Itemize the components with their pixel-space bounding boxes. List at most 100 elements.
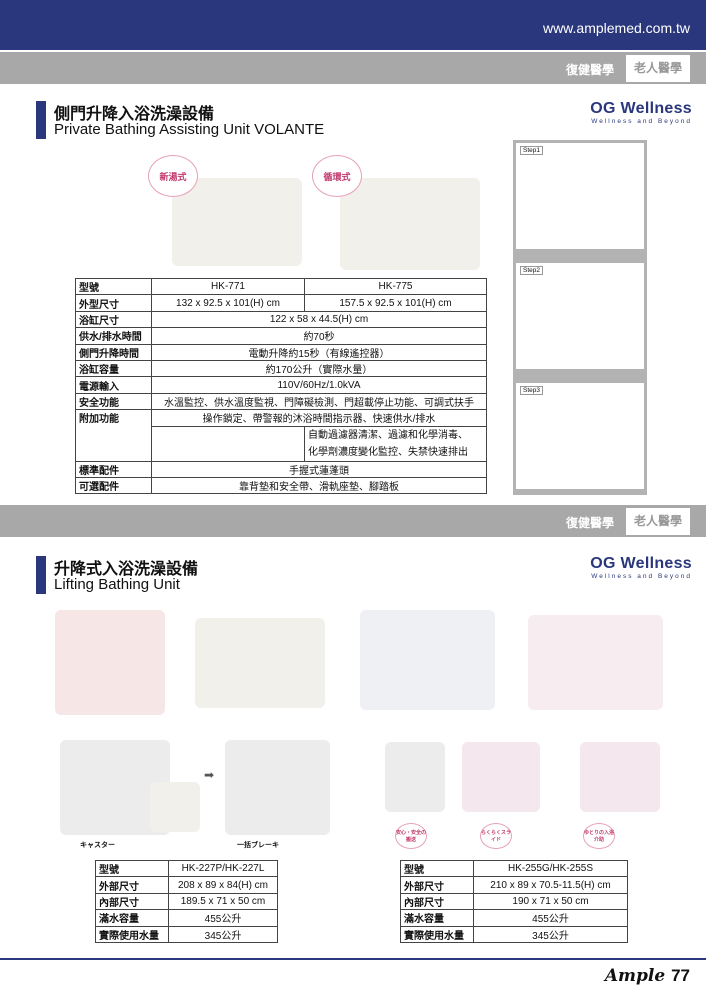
cell: 189.5 x 71 x 50 cm <box>168 892 278 911</box>
arrow-right-icon: ➡ <box>204 768 215 782</box>
caption-brake: 一括ブレーキ <box>237 841 279 849</box>
product-image-hk775 <box>340 178 480 270</box>
table-row: 安全功能水溫監控、供水溫度監視、門障礙檢測、門超載停止功能、可調式扶手 <box>75 392 487 411</box>
step-label: Step2 <box>520 266 543 275</box>
category-bar-2: 復健醫學 老人醫學 <box>0 505 706 537</box>
table-row: 供水/排水時間約70秒 <box>75 327 487 345</box>
product-image-hk771 <box>172 178 302 266</box>
cell: 手握式蓮蓬頭 <box>151 460 487 478</box>
og-wellness-logo: OG Wellness Wellness and Beyond <box>590 555 692 580</box>
cell-line: 自動過濾器清潔、過濾和化學消毒、 <box>308 429 468 441</box>
caption-caster: キャスター <box>80 841 115 849</box>
transfer-step3-image <box>580 742 660 812</box>
tub-image <box>150 782 200 832</box>
lift-chair-image <box>55 610 165 715</box>
cell-line: 化學劑濃度變化監控、失禁快速排出 <box>308 446 468 458</box>
cell: 122 x 58 x 44.5(H) cm <box>151 310 487 329</box>
row-label: 可選配件 <box>75 476 152 495</box>
row-label: 電源輸入 <box>75 376 152 394</box>
tab-rehab[interactable]: 復健醫學 <box>566 63 615 77</box>
logo-tagline: Wellness and Beyond <box>591 118 692 125</box>
row-label: 側門升降時間 <box>75 343 152 361</box>
cell: 345公升 <box>168 925 278 943</box>
cell: 190 x 71 x 50 cm <box>473 892 628 911</box>
step-2: Step2 <box>516 263 644 369</box>
tab-rehab[interactable]: 復健醫學 <box>566 516 615 530</box>
top-banner <box>0 0 706 50</box>
row-label: 附加功能 <box>75 409 152 462</box>
table-row: 附加功能操作鎖定、帶警報的沐浴時間指示器、快速供水/排水 <box>75 409 487 462</box>
website-url[interactable]: www.amplemed.com.tw <box>542 20 690 36</box>
section1-title-zh: 側門升降入浴洗澡設備 <box>54 104 215 123</box>
og-wellness-logo: OG Wellness Wellness and Beyond <box>590 100 692 125</box>
logo-name: OG Wellness <box>590 100 692 117</box>
tab-geriatric[interactable]: 老人醫學 <box>626 508 690 535</box>
circle-label: らくらくスライド <box>480 823 512 849</box>
row-label: 內部尺寸 <box>95 892 169 911</box>
row-label: 型號 <box>75 277 152 296</box>
step-3: Step3 <box>516 383 644 489</box>
page-footer: Ample 77 <box>605 966 690 986</box>
cell: 電動升降約15秒（有線遙控器） <box>151 343 487 361</box>
row-label: 內部尺寸 <box>400 892 474 911</box>
cell: 約70秒 <box>151 327 487 345</box>
step-1: Step1 <box>516 143 644 249</box>
row-label: 供水/排水時間 <box>75 327 152 345</box>
lift-step2-image <box>225 740 330 835</box>
badge-circulation: 循環式 <box>312 155 362 197</box>
category-bar: 復健醫學 老人醫學 <box>0 52 706 84</box>
circle-label: ゆとりの入浴介助 <box>583 823 615 849</box>
cell: 208 x 89 x 84(H) cm <box>168 876 278 894</box>
cell: 345公升 <box>473 925 628 943</box>
row-label: 安全功能 <box>75 392 152 411</box>
cell: 455公升 <box>168 909 278 927</box>
cell: 455公升 <box>473 909 628 927</box>
title-accent-bar <box>36 101 46 139</box>
cell: 水溫監控、供水溫度監視、門障礙檢測、門超載停止功能、可調式扶手 <box>151 392 487 411</box>
cell: 靠背墊和安全帶、滑軌座墊、腳踏板 <box>151 476 487 495</box>
badge-new-water: 新湯式 <box>148 155 198 197</box>
tab-geriatric[interactable]: 老人醫學 <box>626 55 690 82</box>
section2-title-en: Lifting Bathing Unit <box>54 576 180 593</box>
usage-steps-panel: Step1 Step2 Step3 <box>513 140 647 495</box>
row-label: 實際使用水量 <box>400 925 474 943</box>
table-row: 可選配件靠背墊和安全帶、滑軌座墊、腳踏板 <box>75 476 487 495</box>
step-label: Step3 <box>520 386 543 395</box>
row-label: 浴缸尺寸 <box>75 310 152 329</box>
table-row: 浴缸容量約170公升（實際水量） <box>75 359 487 378</box>
title-accent-bar <box>36 556 46 594</box>
cell: HK-255G/HK-255S <box>473 859 628 878</box>
section2-title-zh: 升降式入浴洗澡設備 <box>54 559 199 578</box>
bathtub-image <box>195 618 325 708</box>
step-label: Step1 <box>520 146 543 155</box>
row-label: 實際使用水量 <box>95 925 169 943</box>
page-number: 77 <box>671 966 690 985</box>
table-row: 自動過濾器清潔、過濾和化學消毒、化學劑濃度變化監控、失禁快速排出 <box>76 425 487 462</box>
table-row: 標準配件手握式蓮蓬頭 <box>75 460 487 478</box>
brand-name: Ample <box>604 966 666 986</box>
cell: HK-775 <box>304 277 487 296</box>
circle-label: 安心・安全の搬送 <box>395 823 427 849</box>
row-label: 外部尺寸 <box>400 876 474 894</box>
transfer-step1-image <box>385 742 445 812</box>
empty-cell <box>151 425 305 462</box>
row-label: 標準配件 <box>75 460 152 478</box>
cell: HK-227P/HK-227L <box>168 859 278 878</box>
logo-tagline: Wellness and Beyond <box>591 573 692 580</box>
stretcher-image <box>360 610 495 710</box>
cell-hk775-extra: 自動過濾器清潔、過濾和化學消毒、化學劑濃度變化監控、失禁快速排出 <box>304 425 487 462</box>
